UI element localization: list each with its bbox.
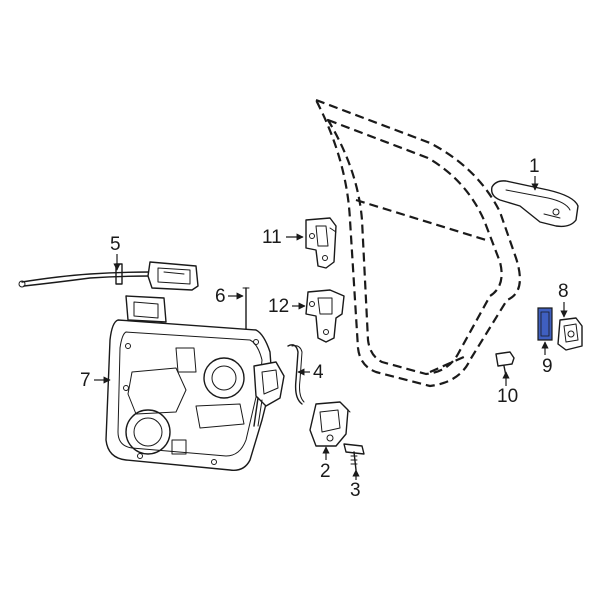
svg-text:11: 11: [262, 227, 282, 248]
part-11-upper-hinge: [305, 217, 337, 269]
svg-text:12: 12: [268, 296, 289, 317]
part-3-bolt: [343, 443, 365, 471]
callout-11: 11: [262, 227, 304, 248]
callout-8: 8: [558, 281, 569, 318]
part-2-latch: [309, 401, 351, 447]
callout-12: 12: [268, 296, 306, 317]
callout-5: 5: [110, 234, 121, 271]
part-8-striker: [557, 317, 583, 351]
part-4-rod: [287, 344, 305, 405]
svg-text:1: 1: [529, 156, 540, 177]
part-12-lower-hinge: [305, 289, 345, 343]
part-7-door-module: [105, 295, 273, 471]
latch-linkage: [253, 361, 285, 427]
callout-9: 9: [541, 341, 553, 377]
callout-6: 6: [215, 286, 244, 307]
svg-text:3: 3: [350, 480, 361, 501]
part-10-pin: [495, 351, 515, 377]
callout-7: 7: [80, 370, 111, 391]
svg-text:8: 8: [558, 281, 569, 302]
svg-text:7: 7: [80, 370, 91, 391]
callout-1: 1: [529, 156, 540, 191]
svg-text:10: 10: [497, 386, 518, 407]
part-5-latch-cable: [18, 261, 199, 291]
callout-2: 2: [320, 446, 331, 482]
svg-text:9: 9: [542, 356, 553, 377]
part-9-striker-shim: [537, 307, 553, 341]
svg-text:6: 6: [215, 286, 226, 307]
callout-10: 10: [497, 371, 518, 407]
svg-text:4: 4: [313, 362, 324, 383]
callout-3: 3: [350, 469, 361, 501]
svg-text:2: 2: [320, 461, 331, 482]
callout-4: 4: [297, 362, 324, 383]
part-1-outside-handle: [490, 180, 579, 228]
door-outline: [314, 98, 521, 388]
svg-text:5: 5: [110, 234, 121, 255]
